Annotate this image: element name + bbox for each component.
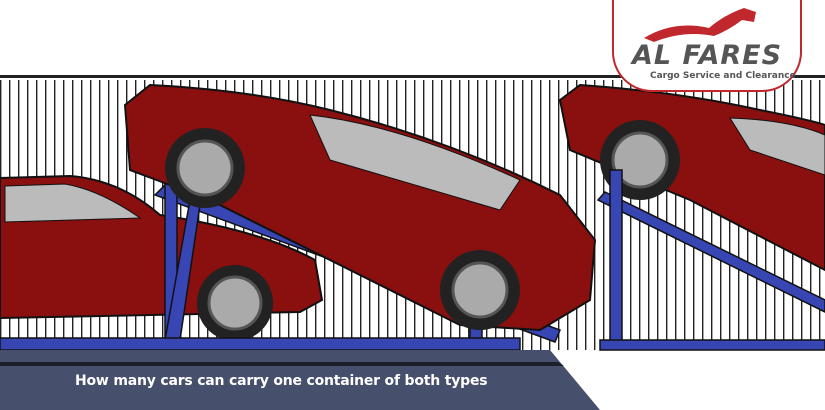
horse-icon bbox=[644, 8, 756, 42]
car-rack-right bbox=[596, 169, 825, 351]
car-right-raised bbox=[558, 83, 825, 272]
caption-text: How many cars can carry one container of… bbox=[75, 373, 488, 389]
logo-title: AL FARES bbox=[632, 40, 783, 71]
logo-subtitle: Cargo Service and Clearance bbox=[650, 71, 796, 81]
car-left-lower bbox=[0, 174, 324, 341]
al-fares-logo: AL FARES Cargo Service and Clearance bbox=[612, 0, 802, 92]
car-middle-raised bbox=[123, 83, 597, 332]
caption-banner bbox=[0, 350, 600, 410]
